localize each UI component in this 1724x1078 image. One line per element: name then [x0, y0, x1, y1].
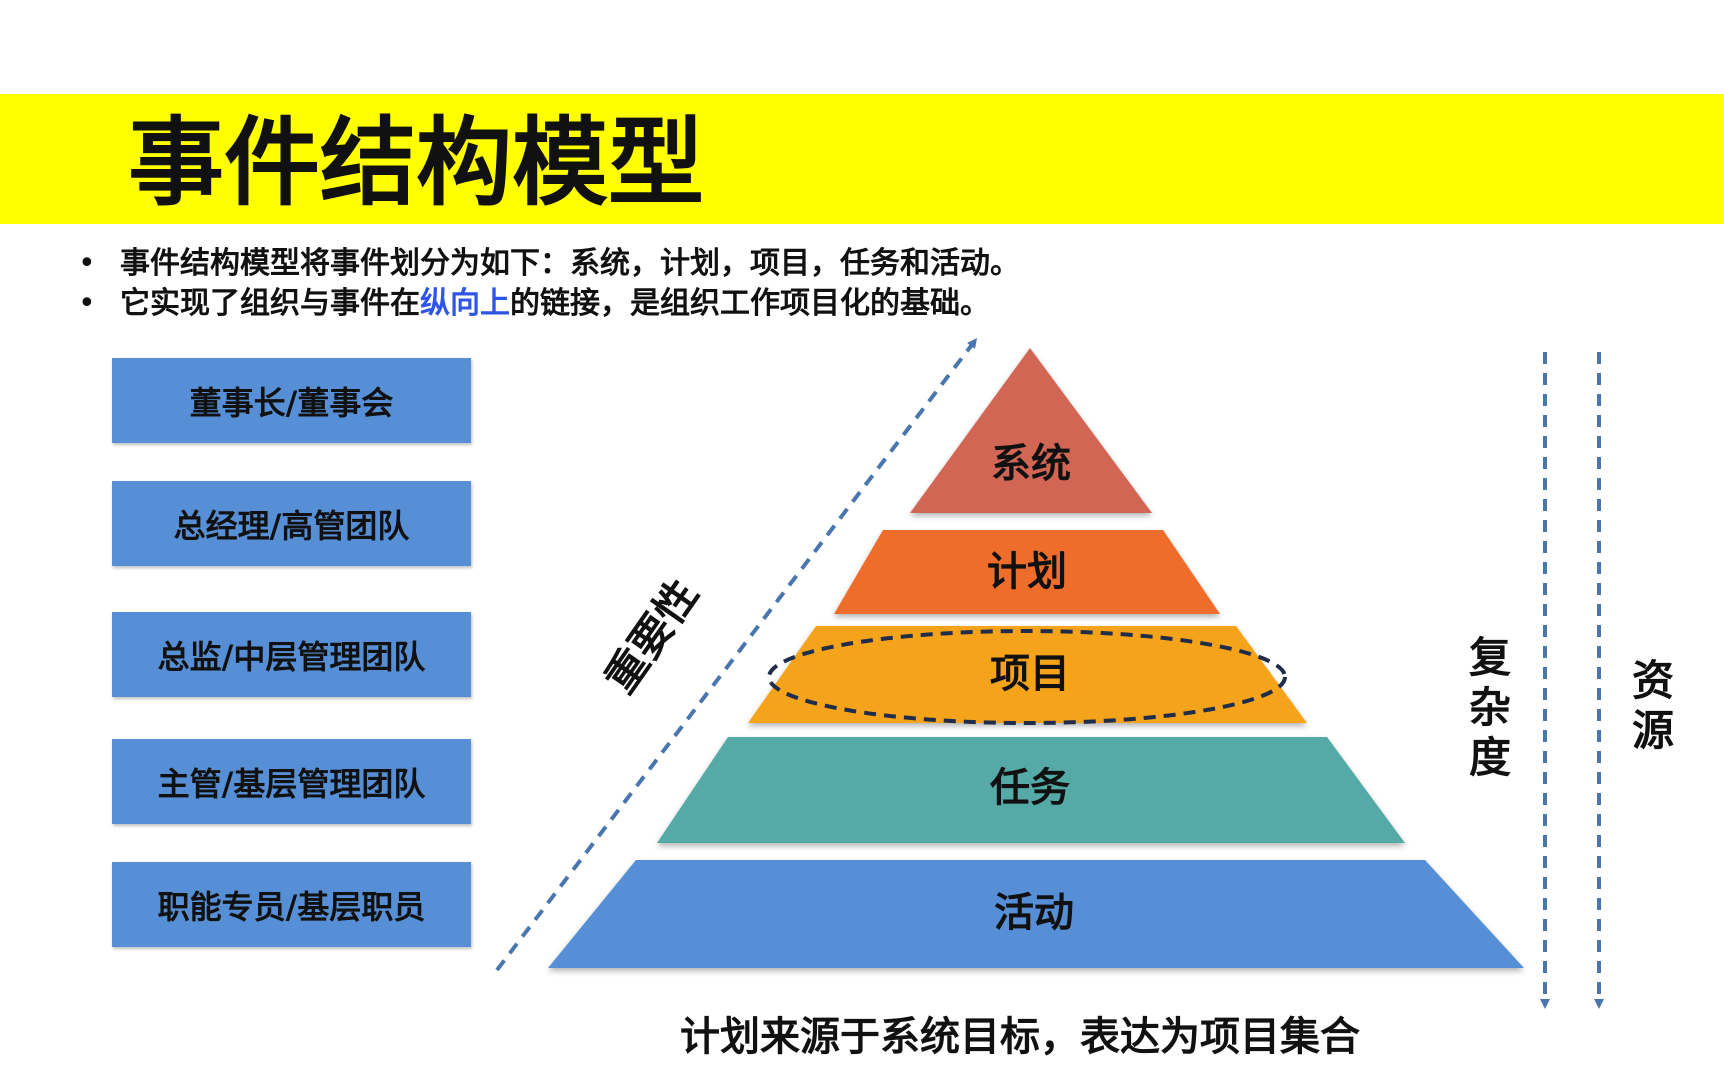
tier-label: 系统 [991, 441, 1071, 487]
bullet-item: • 它实现了组织与事件在纵向上的链接，是组织工作项目化的基础。 [70, 284, 1020, 324]
tier-label: 项目 [990, 651, 1070, 697]
bullet-text-after: 的链接，是组织工作项目化的基础。 [510, 286, 990, 321]
org-level-box: 主管/基层管理团队 [112, 739, 471, 824]
bullet-marker: • [78, 246, 96, 281]
resource-label: 资源 [1632, 656, 1674, 755]
pyramid-tier-task [657, 737, 1405, 843]
tier-label: 计划 [987, 549, 1067, 595]
org-level-box: 职能专员/基层职员 [112, 862, 471, 947]
pyramid-tier-activity [548, 860, 1524, 968]
tier-label: 活动 [994, 890, 1074, 936]
title-banner [0, 94, 1724, 224]
org-level-box: 总经理/高管团队 [112, 481, 471, 566]
bullet-text-before: 它实现了组织与事件在 [120, 286, 420, 321]
complexity-label: 复杂度 [1469, 633, 1511, 782]
bullet-highlight: 纵向上 [420, 286, 510, 321]
org-level-box: 董事长/董事会 [112, 358, 471, 443]
bullet-marker: • [78, 286, 96, 321]
page-title: 事件结构模型 [128, 107, 704, 219]
footer-caption: 计划来源于系统目标，表达为项目集合 [680, 1014, 1360, 1060]
bullet-text: 事件结构模型将事件划分为如下：系统，计划，项目，任务和活动。 [120, 246, 1020, 281]
bullet-list: • 事件结构模型将事件划分为如下：系统，计划，项目，任务和活动。 • 它实现了组… [70, 244, 1020, 324]
tier-label: 任务 [990, 765, 1070, 811]
pyramid-tier-system [910, 348, 1152, 513]
importance-arrow [495, 338, 978, 972]
pyramid-tier-project [748, 626, 1307, 723]
org-level-box: 总监/中层管理团队 [112, 612, 471, 697]
importance-label: 重要性 [595, 571, 707, 702]
project-focus-ellipse [767, 629, 1287, 725]
pyramid-tier-plan [834, 530, 1220, 614]
bullet-item: • 事件结构模型将事件划分为如下：系统，计划，项目，任务和活动。 [70, 244, 1020, 284]
